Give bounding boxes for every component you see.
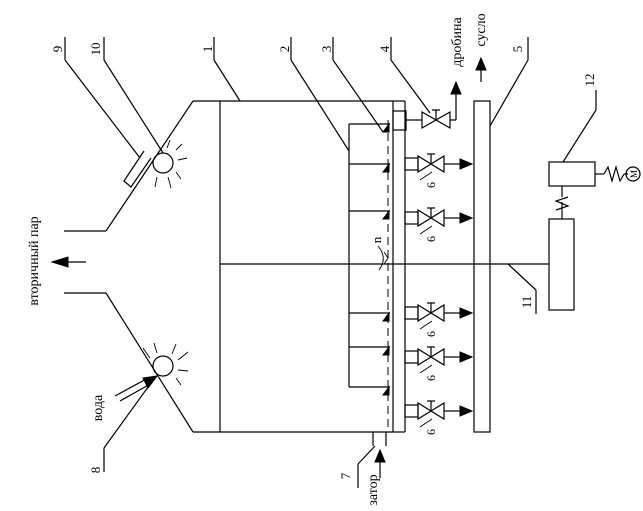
- raking-knives: [348, 122, 390, 396]
- callout-9: 9: [50, 46, 65, 53]
- callout-12: 12: [582, 74, 597, 87]
- valve-label: 6: [424, 429, 438, 435]
- callout-7: 7: [338, 472, 353, 479]
- wort-valve: 6: [404, 346, 474, 381]
- wort-valve: 6: [404, 153, 474, 188]
- spray-head-top: [152, 139, 188, 189]
- valve-label: 6: [424, 331, 438, 337]
- wort-collector: [473, 100, 491, 433]
- wort-valves: 6 6 6 6 6: [404, 153, 474, 435]
- water-inlet-arrow: [114, 375, 159, 402]
- water-label: вода: [91, 394, 106, 421]
- wort-valve: 6: [404, 302, 474, 337]
- callout-10: 10: [88, 43, 103, 56]
- motor-icon: [625, 166, 641, 182]
- callout-2: 2: [277, 46, 292, 53]
- callout-4: 4: [377, 45, 392, 52]
- valve-label: 6: [424, 236, 438, 242]
- callout-11: 11: [519, 296, 534, 309]
- valve-label: 6: [424, 182, 438, 188]
- callout-8: 8: [88, 467, 103, 474]
- callout-3: 3: [319, 46, 334, 53]
- mash-inlet: [372, 432, 387, 478]
- motor-label: М: [629, 170, 639, 178]
- wort-valve: 6: [404, 207, 474, 242]
- callout-1: 1: [200, 46, 215, 53]
- valve-label: 6: [424, 375, 438, 381]
- steam-outlet-arrow: [50, 256, 86, 268]
- spray-head-bottom: [142, 342, 189, 386]
- drive-assembly: М: [548, 161, 641, 311]
- wort-valve: 6: [404, 400, 474, 435]
- spent-grain-outlet: [392, 80, 462, 131]
- mash-label: затор: [366, 474, 381, 505]
- callout-5: 5: [510, 46, 525, 53]
- vessel-body: [64, 100, 549, 433]
- n-symbol: n: [369, 236, 384, 243]
- wort-label: сусло: [474, 13, 489, 46]
- wort-outlet-arrow: [475, 56, 487, 82]
- spent-grain-label: дробина: [450, 16, 465, 66]
- leader-lines: [64, 37, 597, 488]
- steam-trap-flap: [123, 150, 152, 188]
- secondary-steam-label: вторичный пар: [27, 216, 42, 305]
- rotation-symbol: [377, 245, 389, 271]
